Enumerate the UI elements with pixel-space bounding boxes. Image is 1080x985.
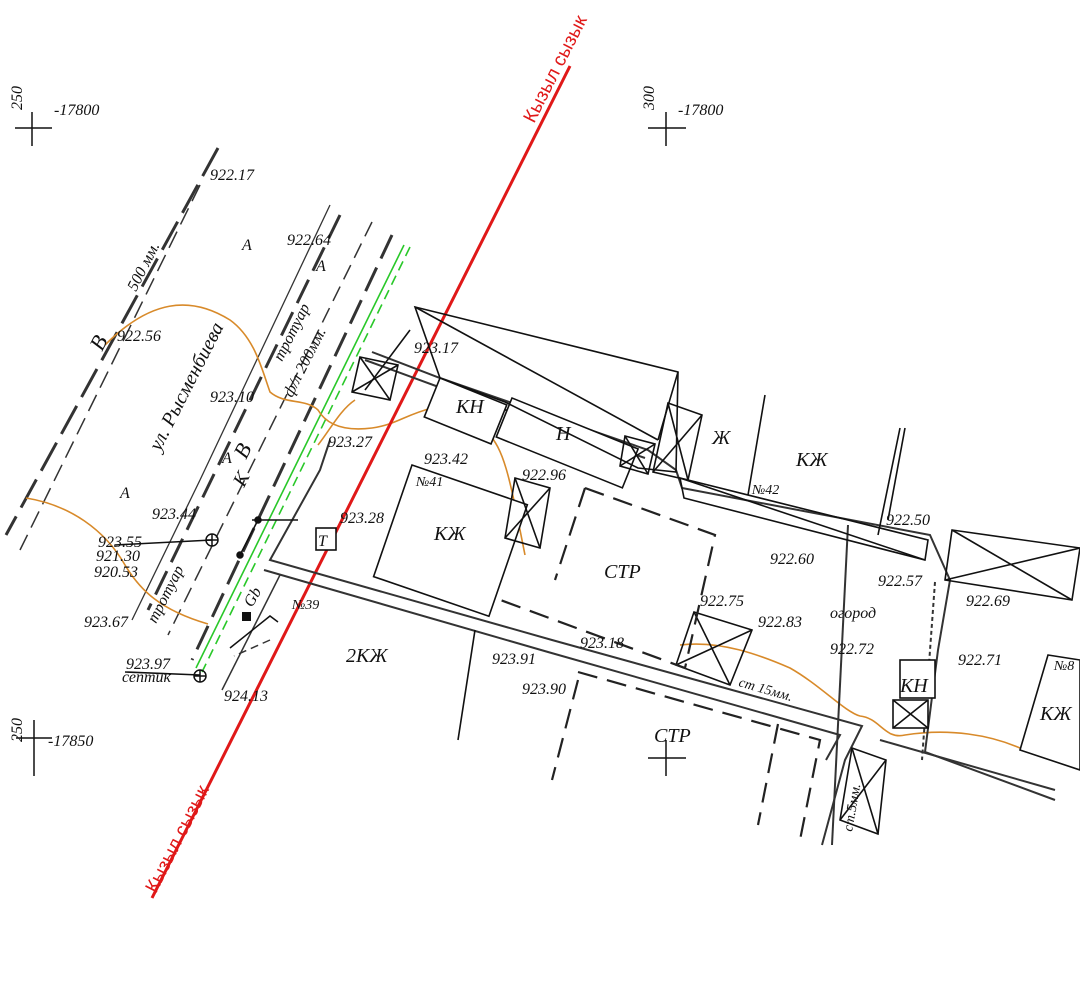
label-k: К [228, 467, 255, 491]
elev-19: 923.18 [580, 635, 624, 652]
label-a-3: А [221, 450, 232, 467]
utility-line [195, 244, 411, 673]
label-septic: септик [122, 669, 172, 686]
elev-22: 922.72 [830, 641, 874, 658]
elev-5: 923.27 [328, 434, 373, 451]
elev-17: 923.91 [492, 651, 536, 668]
grid-label-17800-right: -17800 [678, 102, 723, 119]
label-a-1: А [241, 237, 252, 254]
grid-label-17800-left: -17800 [54, 102, 99, 119]
elev-3: 922.56 [117, 328, 161, 345]
elev-9: 923.44 [152, 506, 196, 523]
elev-10: 923.28 [340, 510, 384, 527]
contour-lines [25, 304, 1021, 749]
grid-label-250-bottom: 250 [9, 718, 26, 742]
label-lot8: №8 [1053, 659, 1074, 674]
elev-4: 923.10 [210, 389, 254, 406]
label-kzh-1: КЖ [795, 449, 829, 471]
red-line-label-top: Кызыл сызык [520, 12, 592, 127]
elev-16: 924.13 [224, 688, 268, 705]
street-boundary-lines [4, 147, 394, 691]
elev-15: 923.97 [126, 656, 171, 673]
label-a-4: А [119, 485, 130, 502]
label-n: Н [555, 423, 572, 445]
grid-label-300: 300 [641, 86, 658, 111]
red-line-label-bottom: Кызыл сызык [142, 782, 214, 897]
elev-6: 923.17 [414, 340, 459, 357]
label-garden: огород [830, 605, 876, 622]
label-zh: Ж [711, 427, 732, 449]
elev-21: 922.83 [758, 614, 802, 631]
elev-2: 922.64 [287, 232, 331, 249]
label-str-2: СТР [654, 725, 691, 747]
elev-20: 922.75 [700, 593, 744, 610]
label-lot42: №42 [751, 483, 779, 498]
label-wall1: ст 15мм. [737, 675, 794, 705]
elev-27: 922.71 [958, 652, 1002, 669]
elev-1: 922.17 [210, 167, 255, 184]
elev-12: 921.30 [96, 548, 140, 565]
elev-8: 922.96 [522, 467, 566, 484]
label-kzh-3: КЖ [1039, 703, 1073, 725]
elevation-labels: 922.17 922.64 922.56 923.10 923.27 923.1… [84, 167, 1010, 705]
elev-18: 923.90 [522, 681, 566, 698]
elev-7: 923.42 [424, 451, 468, 468]
label-kn-1: КН [455, 396, 485, 418]
label-gb: Gb [241, 585, 266, 610]
grid-cross-1 [15, 112, 52, 146]
grid-cross-3 [16, 720, 52, 776]
elev-11: 923.55 [98, 534, 142, 551]
label-a-2: А [315, 258, 326, 275]
elev-13: 920.53 [94, 564, 138, 581]
label-kzh2: 2КЖ [346, 645, 389, 667]
red-line [150, 65, 572, 899]
elev-25: 922.57 [878, 573, 923, 590]
grid-label-250-top: 250 [9, 86, 26, 110]
label-t: Т [318, 533, 328, 550]
well-markers [193, 516, 279, 683]
structures [315, 305, 1080, 836]
grid-cross-4 [648, 740, 686, 776]
label-lot41: №41 [415, 475, 443, 490]
label-str-1: СТР [604, 561, 641, 583]
label-lot39: №39 [291, 598, 319, 613]
elev-24: 922.50 [886, 512, 930, 529]
elev-14: 923.67 [84, 614, 129, 631]
elev-23: 922.60 [770, 551, 814, 568]
label-kn-2: КН [899, 675, 929, 697]
planned-construction [494, 486, 822, 841]
grid-label-17850: -17850 [48, 733, 93, 750]
label-kzh-2: КЖ [433, 523, 467, 545]
elev-26: 922.69 [966, 593, 1010, 610]
label-v-2: В [228, 439, 256, 462]
grid-cross-2 [648, 112, 686, 146]
